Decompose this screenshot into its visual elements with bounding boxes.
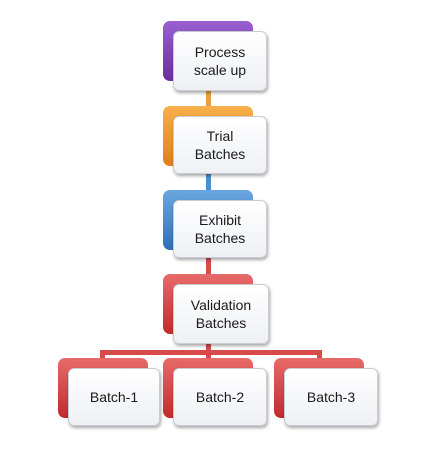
connector-validation-down — [206, 342, 211, 352]
connector-process-trial — [206, 88, 211, 116]
node-batch1-label: Batch-1 — [68, 368, 160, 426]
node-validation-label: Validation Batches — [173, 284, 269, 344]
connector-exhibit-validation — [206, 256, 211, 286]
connector-horizontal — [100, 350, 322, 355]
node-batch3-label: Batch-3 — [284, 368, 378, 426]
node-batch2-label: Batch-2 — [173, 368, 267, 426]
node-trial-label: Trial Batches — [173, 116, 267, 174]
connector-trial-exhibit — [206, 172, 211, 198]
node-process-label: Process scale up — [173, 31, 267, 91]
node-exhibit-label: Exhibit Batches — [173, 200, 267, 258]
